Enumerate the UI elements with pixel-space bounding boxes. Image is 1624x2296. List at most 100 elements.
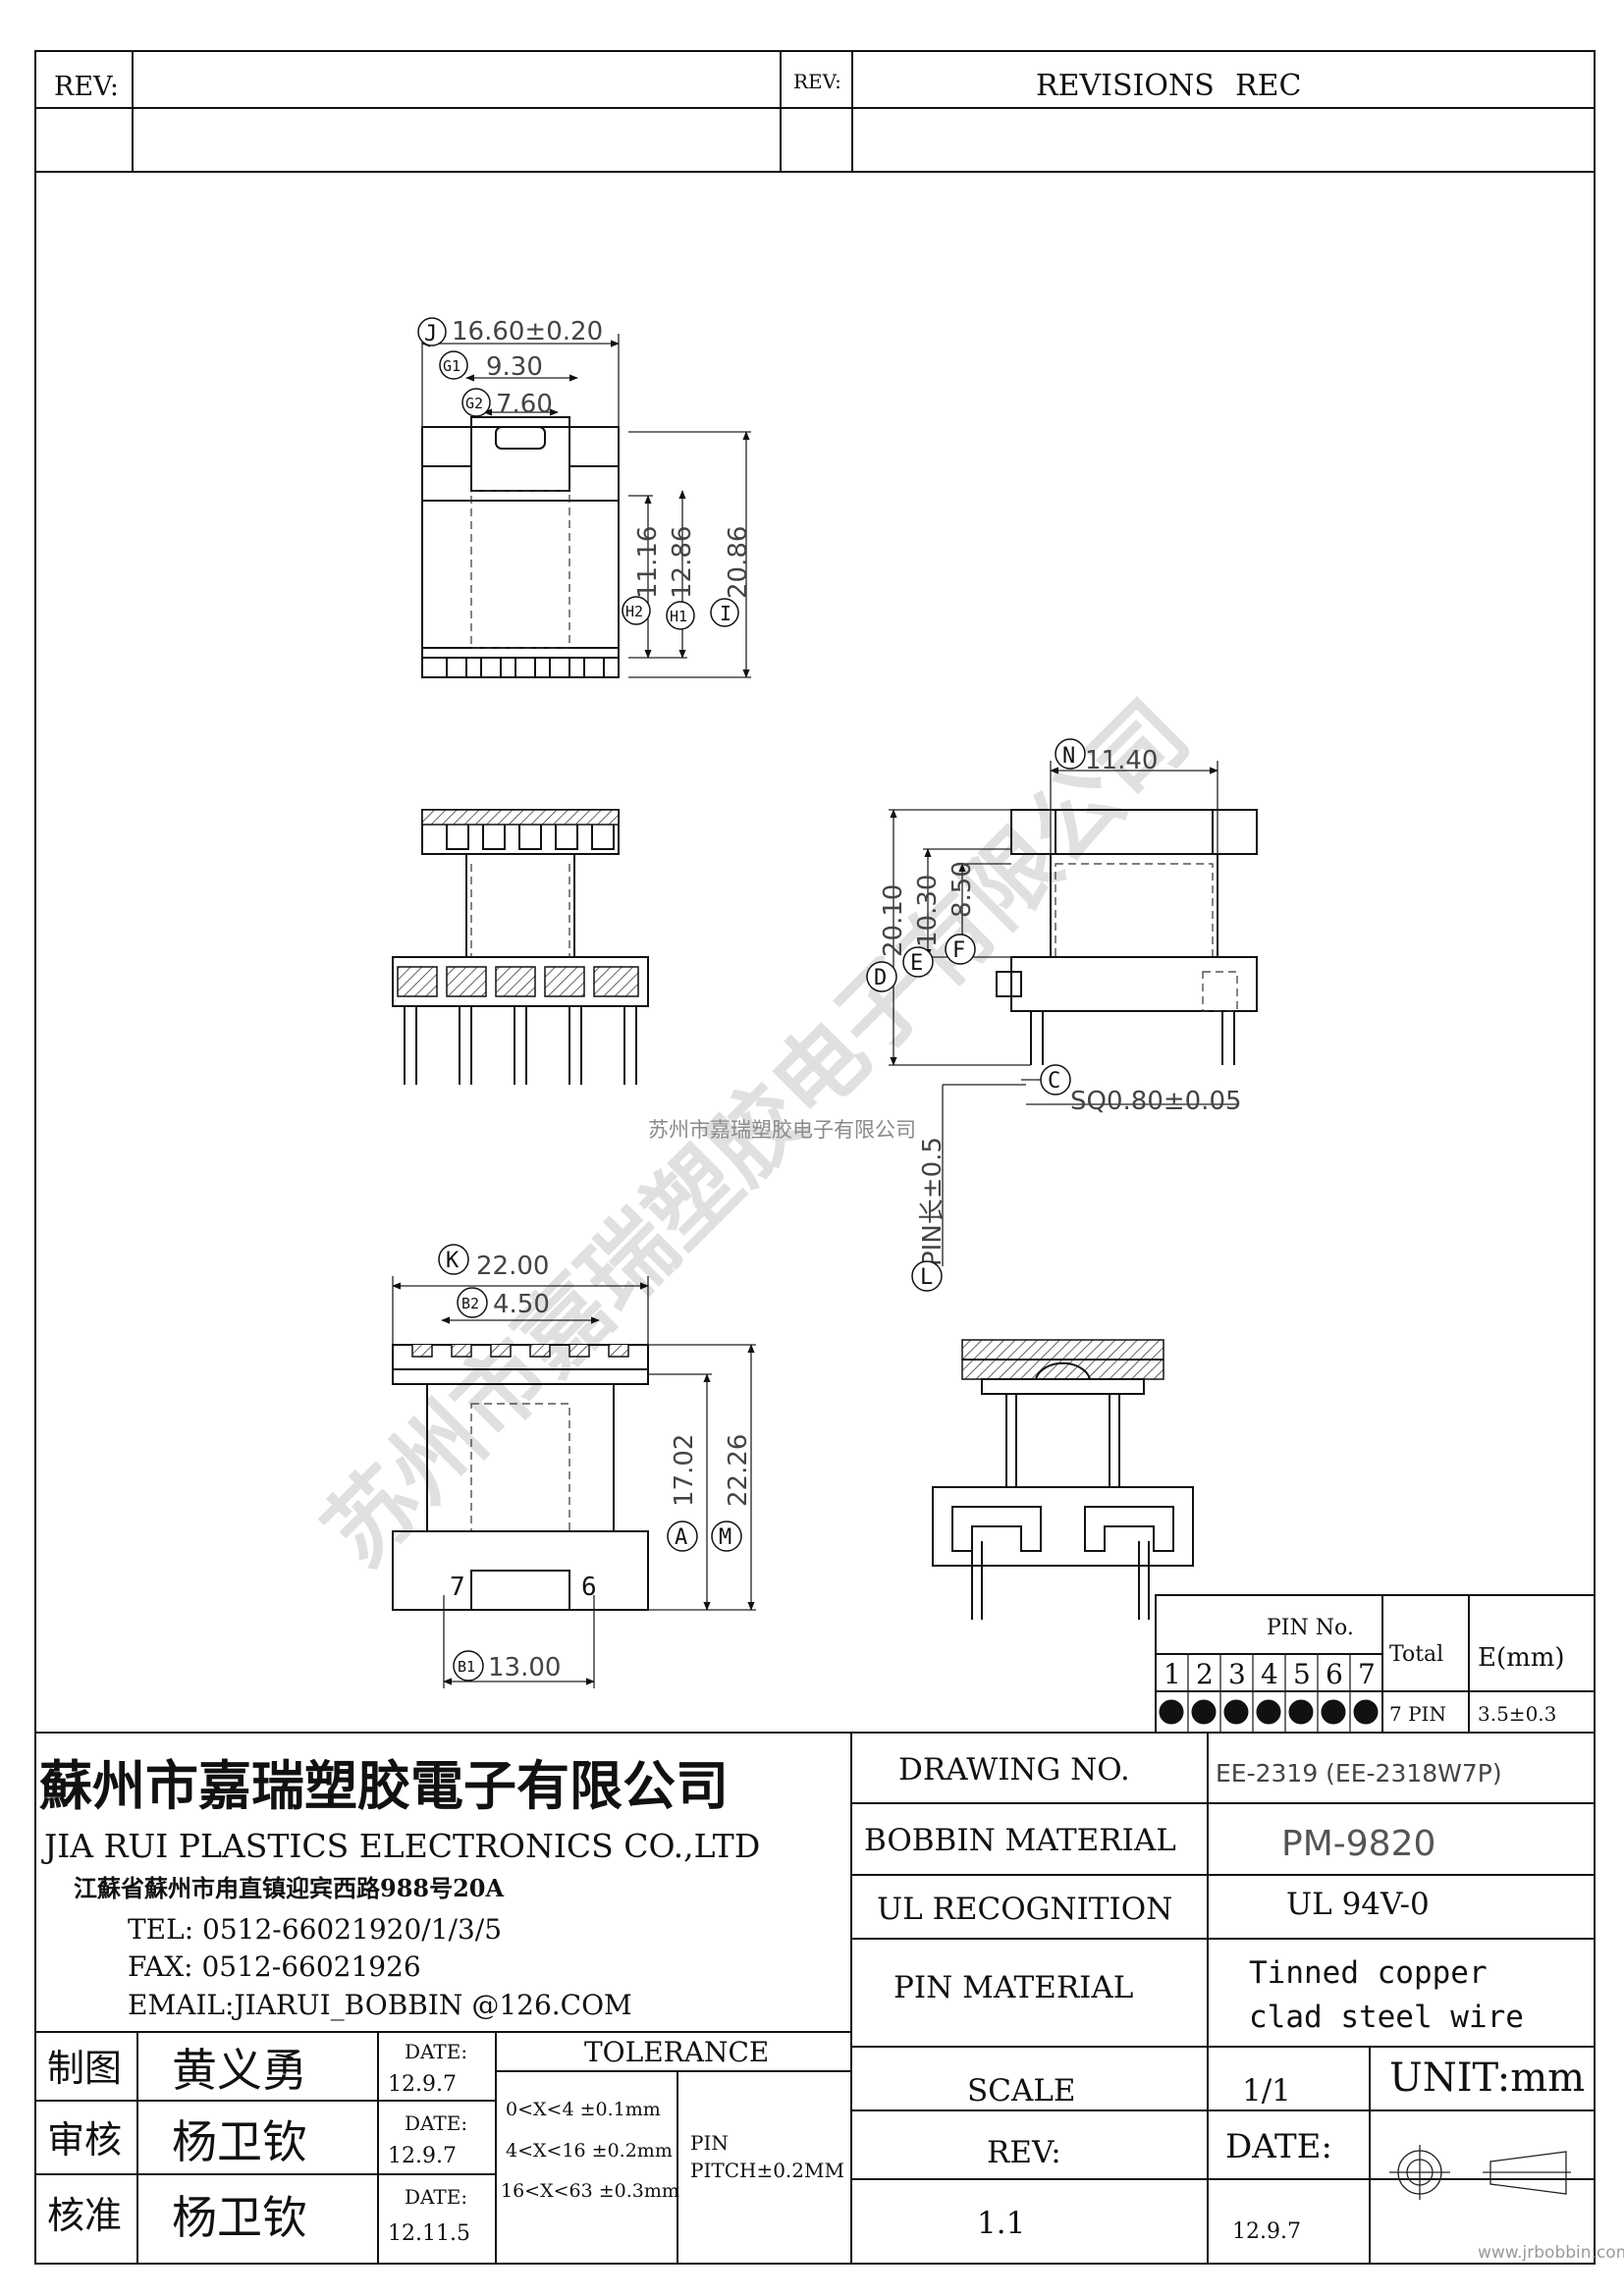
dim-M: 22.26: [724, 1434, 753, 1507]
dim-H2: 11.16: [633, 526, 663, 599]
view-top: J 16.60±0.20 G1 9.30 G2 7.60 11.16 12.86…: [417, 317, 753, 678]
projection-symbol-icon: [1389, 2145, 1571, 2200]
revisions-label: REVISIONS: [1036, 69, 1215, 103]
rev-value: 1.1: [977, 2206, 1025, 2241]
dim-C: SQ0.80±0.05: [1070, 1087, 1242, 1116]
svg-text:H2: H2: [625, 603, 643, 620]
date-label-approve: DATE:: [405, 2185, 467, 2209]
date-value: 12.9.7: [1232, 2219, 1301, 2244]
rev-label-left: REV:: [54, 72, 119, 102]
pin-table-total: 7 PIN: [1389, 1702, 1446, 1726]
callout-K: [438, 1244, 469, 1275]
drawing-no-value: EE-2319 (EE-2318W7P): [1216, 1759, 1502, 1788]
bobbin-material-label: BOBBIN MATERIAL: [864, 1823, 1176, 1858]
pin-number: 3: [1228, 1658, 1246, 1690]
dim-N: 11.40: [1085, 746, 1158, 775]
callout-N: [1055, 738, 1086, 770]
watermark-site: www.jrbobbin.com: [1478, 2243, 1624, 2263]
svg-text:D: D: [874, 966, 887, 990]
role-review: 审核: [47, 2118, 122, 2162]
revision-header: REV: REV: REVISIONS REC: [35, 51, 1595, 173]
date-approve: 12.11.5: [388, 2221, 470, 2246]
svg-text:L: L: [920, 1265, 933, 1290]
callout-B2: [457, 1287, 488, 1318]
pin-number: 6: [1326, 1658, 1343, 1690]
callout-D: [866, 961, 897, 992]
dim-D: 20.10: [879, 884, 908, 957]
role-draw: 制图: [47, 2047, 122, 2090]
name-draw: 黄义勇: [172, 2044, 307, 2097]
dim-J: 16.60±0.20: [452, 317, 603, 347]
callout-G1: [439, 350, 468, 380]
pin-number: 2: [1196, 1658, 1214, 1690]
rec-label: REC: [1235, 69, 1301, 103]
view-front: [392, 809, 649, 1085]
company-name-cn: 蘇州市嘉瑞塑胶電子有限公司: [39, 1754, 729, 1817]
unit-label: UNIT:mm: [1389, 2056, 1585, 2101]
pin-material-value-1: Tinned copper: [1249, 1955, 1488, 1991]
rev-label-right: REV:: [793, 70, 841, 93]
company-address: 江蘇省蘇州市甪直镇迎宾西路988号20A: [74, 1874, 504, 1902]
callout-G2: [461, 388, 491, 417]
dim-A: 17.02: [670, 1434, 699, 1507]
rev-label: REV:: [987, 2135, 1061, 2170]
pin-label-6: 6: [581, 1573, 597, 1602]
drawing-no-label: DRAWING NO.: [898, 1752, 1130, 1788]
pin-number: 7: [1358, 1658, 1376, 1690]
pin-dot: [1321, 1699, 1346, 1725]
callout-M: [711, 1521, 742, 1552]
tolerance-pin-pitch: PITCH±0.2MM: [690, 2159, 844, 2182]
dim-H1: 12.86: [668, 526, 697, 599]
role-approve: 核准: [47, 2194, 122, 2237]
company-fax: FAX: 0512-66021926: [128, 1950, 421, 1983]
dim-G2: 7.60: [496, 390, 553, 419]
pin-material-label: PIN MATERIAL: [893, 1970, 1133, 2005]
title-block: 蘇州市嘉瑞塑胶電子有限公司 JIA RUI PLASTICS ELECTRONI…: [35, 1732, 1624, 2264]
tolerance-row-2: 4<X<16 ±0.2mm: [506, 2140, 673, 2162]
svg-text:F: F: [952, 938, 965, 963]
callout-H2: [622, 596, 651, 625]
pin-dot: [1159, 1699, 1184, 1725]
scale-label: SCALE: [967, 2073, 1076, 2109]
dim-G1: 9.30: [486, 352, 543, 382]
callout-L: [911, 1260, 943, 1292]
callout-B1: [453, 1650, 484, 1682]
callout-E: [902, 946, 934, 978]
dim-B1: 13.00: [488, 1653, 561, 1682]
svg-text:N: N: [1062, 744, 1075, 769]
callout-C: [1040, 1064, 1071, 1095]
pin-dot: [1223, 1699, 1249, 1725]
tolerance-row-1: 0<X<4 ±0.1mm: [506, 2099, 661, 2120]
pin-label-7: 7: [450, 1573, 465, 1602]
dim-E: 10.30: [913, 875, 943, 947]
date-review: 12.9.7: [388, 2144, 457, 2168]
name-approve: 杨卫钦: [172, 2191, 307, 2244]
pin-dot: [1256, 1699, 1281, 1725]
tolerance-row-3: 16<X<63 ±0.3mm: [501, 2180, 679, 2202]
pin-number: 4: [1261, 1658, 1278, 1690]
pin-table-e-header: E(mm): [1478, 1643, 1565, 1673]
dim-L: PIN长±0.5: [918, 1137, 947, 1266]
company-name-en: JIA RUI PLASTICS ELECTRONICS CO.,LTD: [41, 1827, 760, 1865]
svg-text:A: A: [675, 1525, 687, 1550]
date-label: DATE:: [1225, 2127, 1332, 2166]
ul-value: UL 94V-0: [1286, 1887, 1430, 1922]
date-label-draw: DATE:: [405, 2040, 467, 2063]
svg-text:E: E: [910, 951, 923, 976]
tolerance-title: TOLERANCE: [584, 2036, 769, 2068]
view-side: N 11.40 20.10 10.30 8.50 D E F C SQ0.80±…: [866, 738, 1258, 1292]
bobbin-material-value: PM-9820: [1281, 1824, 1435, 1864]
svg-text:G1: G1: [443, 357, 460, 375]
pin-dot: [1288, 1699, 1314, 1725]
pin-dot: [1191, 1699, 1217, 1725]
dim-I: 20.86: [724, 526, 753, 599]
date-draw: 12.9.7: [388, 2072, 457, 2097]
pin-number: 1: [1164, 1658, 1181, 1690]
callout-I: [710, 598, 739, 627]
callout-H1: [666, 601, 695, 630]
date-label-review: DATE:: [405, 2111, 467, 2135]
svg-text:H1: H1: [670, 608, 687, 625]
callout-J: [417, 317, 447, 347]
